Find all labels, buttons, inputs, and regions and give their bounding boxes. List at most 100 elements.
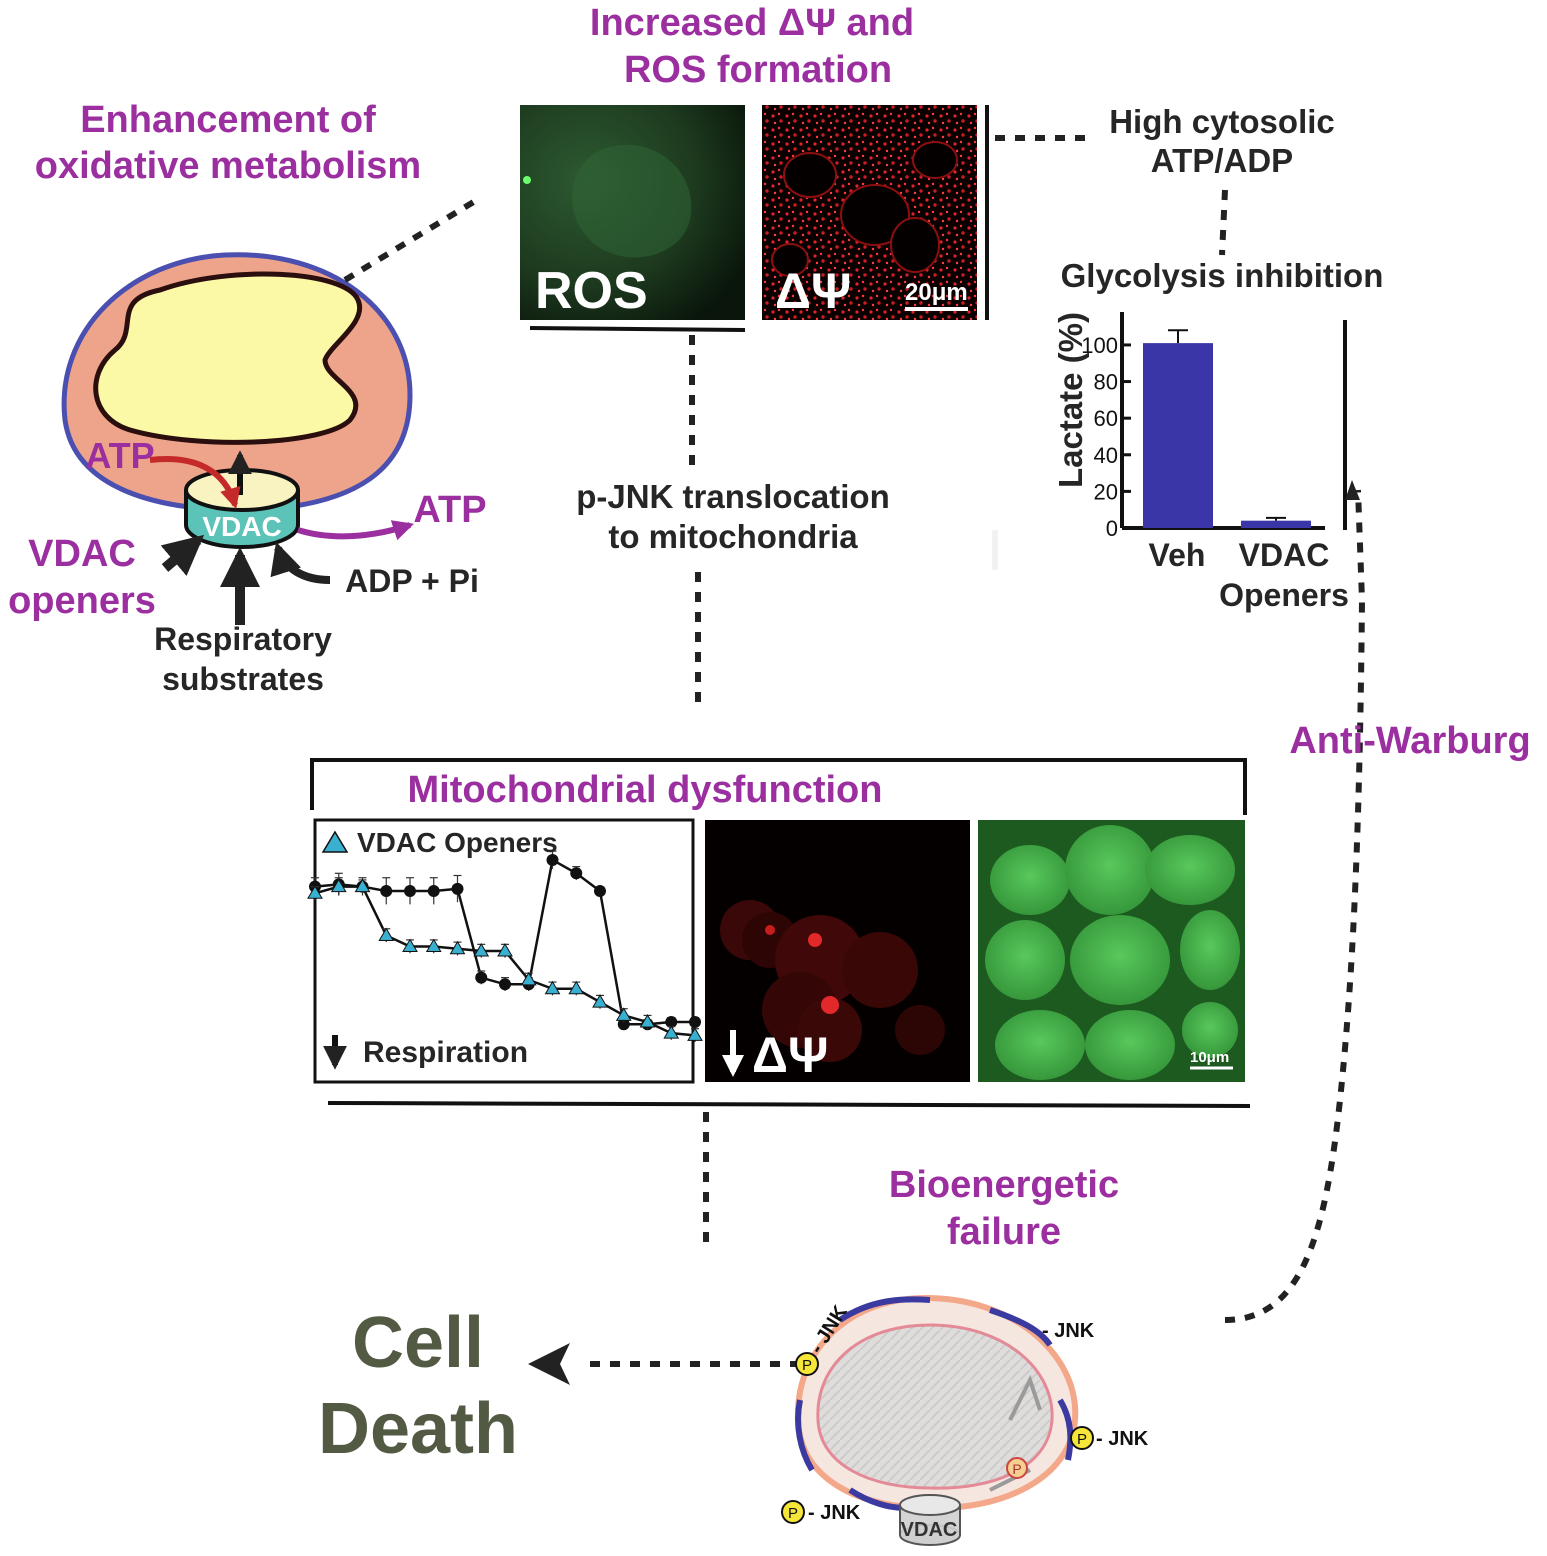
- ros-underline: [529, 326, 746, 332]
- respiration-point-control: [499, 978, 511, 991]
- pjnk-line1: p-JNK translocation: [576, 478, 890, 515]
- vdac-bottom-label: VDAC: [901, 1519, 958, 1541]
- respiration-point-control: [617, 1018, 630, 1031]
- increased-title-line1: Increased ΔΨ and: [590, 2, 914, 44]
- respiration-point-control: [404, 885, 416, 898]
- respiration-point-control: [427, 885, 440, 898]
- bar-y-tick-label: 60: [1094, 406, 1118, 431]
- vdac-openers-line1: VDAC: [28, 533, 136, 575]
- bar-veh: [1143, 343, 1213, 528]
- bar-y-tick-label: 0: [1106, 516, 1118, 541]
- dpsi-image-label: ΔΨ: [775, 263, 851, 319]
- respiration-point-vdac: [402, 938, 418, 953]
- respiration-point-vdac: [307, 885, 323, 899]
- mitochondrion-cell: [61, 252, 413, 513]
- jnk-tag-right: - JNK: [1096, 1428, 1149, 1450]
- respiration-point-control: [546, 853, 559, 866]
- dpsi-micrograph: ΔΨ 20μm: [762, 105, 977, 320]
- atp-in-label: ATP: [85, 435, 154, 476]
- bar-y-tick-label: 40: [1094, 443, 1118, 468]
- respiration-point-vdac: [354, 878, 371, 893]
- respiration-line-chart: [307, 850, 703, 1043]
- cell-death-line2: Death: [318, 1389, 518, 1469]
- pjnk-tag-inner: P: [1006, 1457, 1028, 1479]
- respiration-point-vdac: [615, 1007, 632, 1021]
- respiratory-line1: Respiratory: [154, 621, 332, 657]
- respiration-point-vdac: [378, 927, 395, 941]
- respiration-label: Respiration: [363, 1036, 528, 1069]
- dotted-link-top-left: [343, 195, 482, 283]
- pjnk-line2: to mitochondria: [608, 518, 858, 555]
- respiration-point-control: [380, 885, 393, 898]
- jnk-tag-top-right: - JNK: [1042, 1320, 1095, 1342]
- p-badge: P: [788, 1505, 798, 1522]
- respiration-point-vdac: [473, 943, 490, 957]
- respiration-point-control: [451, 882, 464, 895]
- respiration-point-vdac: [544, 980, 561, 995]
- cell-death-arrowhead: [528, 1343, 570, 1385]
- pjnk-tag-bottom-left: P - JNK: [781, 1500, 861, 1524]
- bioenergetic-line1: Bioenergetic: [889, 1164, 1119, 1206]
- dpsi-down-micrograph: ΔΨ: [705, 820, 970, 1083]
- green-micrograph: 10μm: [978, 820, 1245, 1082]
- bar-y-tick-label: 100: [1081, 333, 1118, 358]
- bar-category-label: Openers: [1219, 577, 1349, 613]
- respiration-point-control: [689, 1016, 701, 1029]
- respiration-point-vdac: [520, 971, 537, 986]
- cell-death-line1: Cell: [352, 1303, 484, 1383]
- dpsi-down-label: ΔΨ: [752, 1027, 828, 1083]
- pjnk-tag-right: P - JNK: [1070, 1426, 1149, 1450]
- p-badge: P: [1012, 1461, 1021, 1477]
- anti-warburg-label: Anti-Warburg: [1289, 720, 1530, 762]
- atp-out-arrow: [297, 520, 414, 541]
- bar-y-axis-label: Lactate (%): [1052, 312, 1089, 488]
- legend-triangle-marker: [321, 830, 349, 853]
- ros-image-label: ROS: [535, 262, 648, 320]
- respiration-point-vdac: [568, 980, 585, 995]
- atp-in-arrow: [149, 456, 241, 510]
- dysfunction-bracket-top: [310, 758, 1247, 815]
- bar-category-label: Veh: [1149, 537, 1206, 573]
- respiration-plot-panel: VDAC Openers Respiration: [307, 818, 703, 1084]
- anti-warburg-path: [1224, 489, 1366, 1323]
- respiration-point-vdac: [497, 943, 513, 957]
- bioenergetic-line2: failure: [947, 1211, 1061, 1253]
- respiration-point-vdac: [449, 940, 466, 955]
- legend-vdac-openers: VDAC Openers: [357, 827, 558, 858]
- respiration-point-vdac: [687, 1027, 703, 1041]
- adp-pi-label: ADP + Pi: [345, 563, 479, 599]
- respiration-point-vdac: [663, 1025, 680, 1039]
- atp-out-label: ATP: [413, 489, 486, 531]
- high-atp-line2: ATP/ADP: [1151, 142, 1293, 179]
- dysfunction-bracket-bottom: [327, 1101, 1251, 1108]
- p-badge: P: [802, 1357, 812, 1374]
- ros-micrograph: ROS: [520, 105, 745, 320]
- enhancement-title-line2: oxidative metabolism: [35, 145, 421, 187]
- respiration-point-vdac: [330, 878, 347, 893]
- adp-arrow: [270, 541, 331, 584]
- respiration-point-control: [665, 1016, 678, 1029]
- anti-warburg-arrowhead: [1345, 480, 1360, 500]
- respiration-point-vdac: [592, 994, 608, 1008]
- dysfunction-title: Mitochondrial dysfunction: [408, 769, 883, 811]
- dotted-link-atp-down: [1219, 189, 1228, 256]
- scale-bar-top-label: 20μm: [905, 279, 968, 306]
- glycolysis-title: Glycolysis inhibition: [1061, 257, 1384, 294]
- p-badge: P: [1077, 1431, 1087, 1448]
- increased-title-line2: ROS formation: [624, 49, 892, 91]
- bar-vdac-openers: [1241, 520, 1311, 528]
- respiration-point-control: [475, 971, 488, 984]
- vdac-openers-arrow: [160, 534, 205, 576]
- vdac-label: VDAC: [202, 511, 281, 542]
- failing-mitochondrion: VDAC: [794, 1294, 1079, 1546]
- bar-y-tick-label: 80: [1094, 370, 1118, 395]
- bar-category-label: VDAC: [1239, 537, 1330, 573]
- respiration-point-control: [594, 885, 606, 898]
- scale-bar-bottom-label: 10μm: [1190, 1049, 1229, 1066]
- respiration-point-control: [570, 867, 583, 880]
- respiratory-line2: substrates: [162, 661, 324, 697]
- bar-y-tick-label: 20: [1094, 479, 1118, 504]
- vdac-openers-line2: openers: [8, 580, 156, 622]
